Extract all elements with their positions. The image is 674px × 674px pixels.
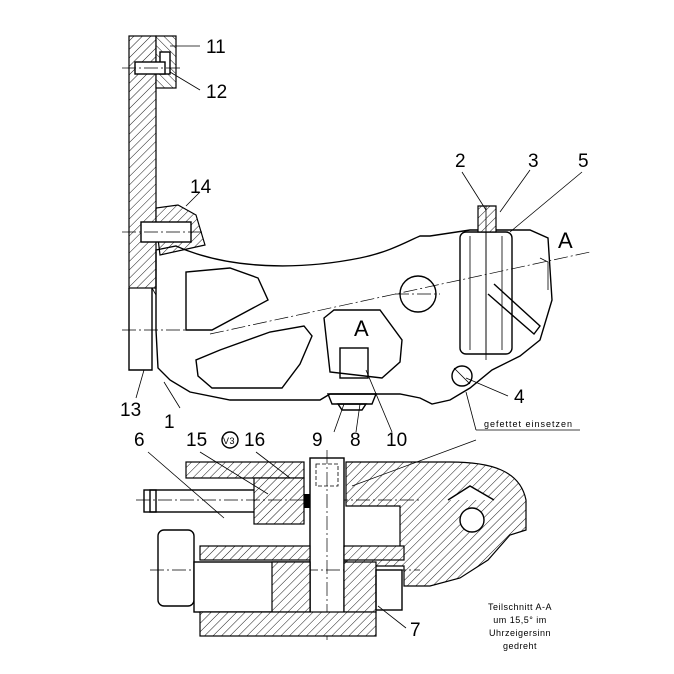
label-3: 3: [528, 151, 539, 172]
label-15: 15: [186, 430, 207, 451]
surface-symbol: [221, 431, 239, 449]
main-body: [155, 229, 553, 405]
label-16: 16: [244, 430, 265, 451]
vertical-bar: [128, 35, 157, 289]
label-10: 10: [386, 430, 407, 451]
label-4: 4: [514, 387, 525, 408]
set-screw-head: [143, 489, 157, 513]
caption-line-4: gedreht: [503, 641, 537, 651]
grease-note: gefettet einsetzen: [484, 419, 573, 429]
label-8: 8: [350, 430, 361, 451]
section-view: [136, 450, 527, 640]
leaders-top: [135, 45, 583, 433]
leaders-section: [147, 439, 477, 629]
label-9: 9: [312, 430, 323, 451]
label-14: 14: [190, 177, 212, 198]
surface-symbol-text: V3: [223, 436, 235, 446]
section-caption: Teilschnitt A-A um 15,5° im Uhrzeigersin…: [488, 602, 552, 651]
section-marker-right: A: [558, 228, 573, 253]
label-2: 2: [455, 151, 466, 172]
cylinder-6: [157, 529, 195, 607]
window-upper: [185, 267, 269, 331]
label-11: 11: [206, 37, 226, 58]
label-1: 1: [164, 412, 175, 433]
hinge-pin-top: [477, 205, 497, 233]
caption-line-2: um 15,5° im: [493, 615, 547, 625]
housing-bore: [459, 507, 485, 533]
nut-16: [253, 477, 305, 525]
label-13: 13: [120, 400, 141, 421]
window-right: [323, 309, 403, 379]
top-view: [122, 35, 591, 411]
middle-plate: [199, 545, 311, 561]
foot-9: [326, 393, 378, 405]
caption-line-1: Teilschnitt A-A: [488, 602, 552, 612]
caption-line-3: Uhrzeigersinn: [489, 628, 551, 638]
section-marker-left: A: [354, 316, 369, 341]
bottom-plate: [199, 611, 377, 637]
label-5: 5: [578, 151, 589, 172]
hinge-cam: [487, 283, 541, 336]
section-line-a: [209, 251, 591, 335]
pin-4: [451, 365, 473, 387]
lever-10: [339, 347, 369, 379]
label-7: 7: [410, 620, 421, 641]
label-6: 6: [134, 430, 145, 451]
label-12: 12: [206, 82, 227, 103]
bar-lower-end: [128, 288, 153, 371]
window-lower: [195, 325, 313, 389]
